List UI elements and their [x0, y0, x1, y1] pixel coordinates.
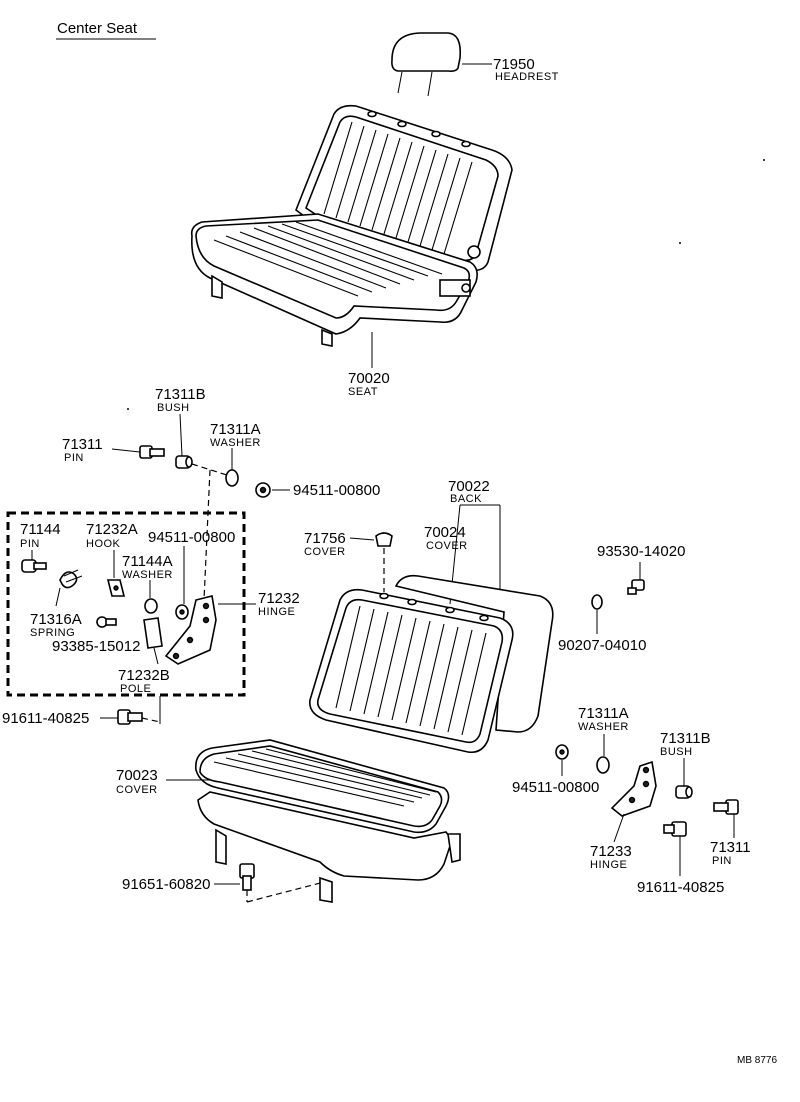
pin-71144-part-number: 71144 [20, 521, 61, 538]
bush-left-part-name: BUSH [157, 402, 190, 414]
bush-left-leader [179, 413, 183, 457]
bush-right-part [675, 785, 693, 799]
pole-part [143, 617, 163, 649]
nut-in-box-hole [179, 609, 185, 615]
pin-axis-dashline [191, 463, 231, 477]
pole-leader [153, 647, 159, 665]
headrest-illustration [391, 32, 462, 97]
stray-dot [679, 242, 681, 244]
back-top-holes [379, 592, 489, 622]
seat-part-name: SEAT [348, 386, 378, 398]
hinge-left-part-name: HINGE [258, 606, 295, 618]
washer-90207-part [591, 594, 603, 610]
bolt-left-dashline [141, 717, 161, 723]
bolt-right-part [663, 821, 687, 837]
seat-back-frame-illustration [394, 574, 554, 733]
footer-code: MB 8776 [737, 1055, 777, 1066]
pin-71144-part [21, 559, 47, 573]
nut-right-part-number: 94511-00800 [512, 779, 599, 796]
cap-cover-part-number: 71756 [304, 530, 346, 547]
spring-part-name: SPRING [30, 627, 75, 639]
pin-left-part [139, 445, 165, 459]
washer-71144a-part-number: 71144A [122, 553, 173, 570]
nut-left-top-part-number: 94511-00800 [293, 482, 380, 499]
headrest-part-name: HEADREST [495, 71, 559, 83]
bush-right-part-number: 71311B [660, 730, 711, 747]
washer-left-part [225, 469, 239, 487]
bolt-left-part-number: 91611-40825 [2, 710, 89, 727]
washer-left-part-name: WASHER [210, 437, 261, 449]
bush-left-part-number: 71311B [155, 386, 206, 403]
spring-part [59, 569, 83, 589]
bolt-bottom-dash-diagonal [246, 881, 325, 903]
nut-right-hole [559, 749, 565, 755]
pin-right-part-number: 71311 [710, 839, 751, 856]
bush-left-part [175, 455, 193, 469]
spring-leader [55, 587, 61, 607]
pin-right-part-name: PIN [712, 855, 732, 867]
hook-part-name: HOOK [86, 538, 121, 550]
seat-cover-part-number: 70023 [116, 767, 158, 784]
back-part-number: 70022 [448, 478, 490, 495]
hook-part [106, 579, 126, 597]
bolt-left-part [117, 709, 143, 725]
pin-right-part [713, 799, 739, 815]
bolt-93530-part [627, 579, 645, 595]
seat-top-holes [367, 110, 471, 148]
seat-part-number: 70020 [348, 370, 390, 387]
pin-left-leader [111, 448, 141, 453]
nut-in-box-part-number: 94511-00800 [148, 529, 235, 546]
back-part-name: BACK [450, 493, 482, 505]
washer-71144a-part [144, 598, 158, 614]
washer-right-part-number: 71311A [578, 705, 629, 722]
hinge-left-part-number: 71232 [258, 590, 300, 607]
diagram-title: Center Seat [57, 20, 138, 37]
washer-90207-part-number: 90207-04010 [558, 637, 646, 654]
back-cover-part-number: 70024 [424, 524, 466, 541]
screw-93385-part-number: 93385-15012 [52, 638, 140, 655]
hinge-right-part-number: 71233 [590, 843, 632, 860]
washer-right-part-name: WASHER [578, 721, 629, 733]
washer-right-part [596, 756, 610, 774]
pin-left-part-number: 71311 [62, 436, 103, 453]
hinge-right-part-name: HINGE [590, 859, 627, 871]
hinge-right-part [610, 760, 657, 817]
seat-back-cover-illustration [309, 588, 514, 754]
bolt-93530-part-number: 93530-14020 [597, 543, 685, 560]
seat-cushion-ribs [213, 221, 443, 297]
stray-dot [127, 408, 129, 410]
cap-cover-part-name: COVER [304, 546, 346, 558]
pin-71144-part-name: PIN [20, 538, 40, 550]
nut-left-top-hole [259, 486, 267, 494]
bolt-right-part-number: 91611-40825 [637, 879, 724, 896]
washer-71144a-part-name: WASHER [122, 569, 173, 581]
hinge-right-leader [613, 813, 625, 843]
seat-cushion-cover-ribs [213, 748, 437, 807]
seat-cushion-frame-illustration [197, 791, 461, 903]
cap-cover-part [375, 532, 393, 547]
hinge-left-part [164, 595, 217, 665]
pole-part-name: POLE [120, 683, 151, 695]
bolt-bottom-part-number: 91651-60820 [122, 876, 210, 893]
headrest-part-number: 71950 [493, 56, 535, 73]
bush-right-part-name: BUSH [660, 746, 693, 758]
pin-left-part-name: PIN [64, 452, 84, 464]
back-cover-ribs [335, 605, 487, 736]
pole-part-number: 71232B [118, 667, 170, 684]
seat-back-ribs [323, 121, 473, 255]
stray-dot [763, 159, 765, 161]
spring-part-number: 71316A [30, 611, 82, 628]
hook-part-number: 71232A [86, 521, 138, 538]
screw-93385-part [96, 616, 117, 628]
seat-assembly-illustration [190, 104, 513, 347]
back-cover-part-name: COVER [426, 540, 468, 552]
washer-left-part-number: 71311A [210, 421, 261, 438]
seat-cover-part-name: COVER [116, 784, 158, 796]
cap-cover-leader [349, 537, 375, 541]
bolt-bottom-part [239, 863, 255, 891]
hinge-axis-dashline [203, 469, 211, 601]
